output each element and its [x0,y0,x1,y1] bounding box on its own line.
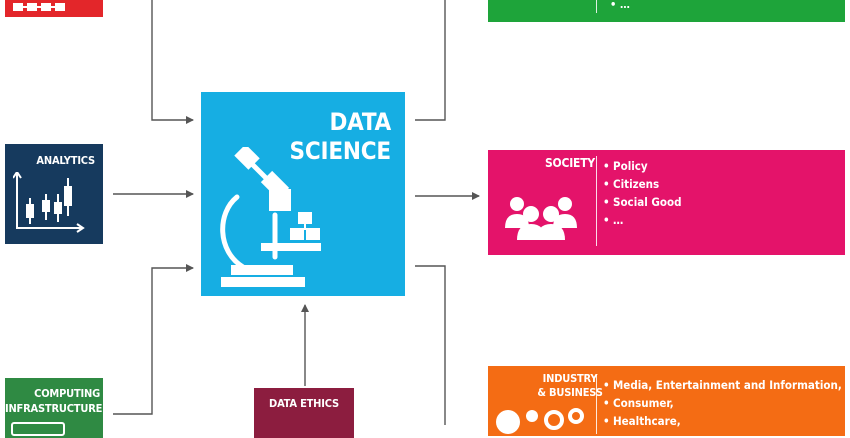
industry-bullet: Consumer, [603,394,842,412]
green-category-box: … [488,0,845,22]
candlestick-chart-icon [13,172,85,233]
data-ethics-box: DATA ETHICS [254,388,354,438]
society-bullet: Citizens [603,175,681,193]
green-bullet: … [610,0,630,11]
society-bullet-list: Policy Citizens Social Good … [603,157,681,229]
society-label: SOCIETY [544,156,596,170]
society-box: SOCIETY Policy Citizens Social Good … [488,150,845,255]
society-bullet: Social Good [603,193,681,211]
blocks-icon [13,3,65,11]
server-icon [11,422,65,436]
computing-infrastructure-box: COMPUTING INFRASTRUCTURE [5,378,103,438]
analytics-label: ANALYTICS [36,154,95,167]
microscope-icon [220,147,321,287]
society-bullet: … [603,211,681,229]
analytics-box: ANALYTICS [5,144,103,244]
industry-divider [596,374,597,434]
arrow-ds-to-industry [415,265,446,425]
industry-business-box: INDUSTRY & BUSINESS Media, Entertainment… [488,366,845,436]
connector-arrows [113,0,480,425]
society-divider [596,156,597,246]
people-group-icon [505,197,577,240]
gears-icon [496,408,584,434]
industry-bullet: Healthcare, [603,412,842,430]
computing-infrastructure-label: COMPUTING INFRASTRUCTURE [5,387,103,415]
arrow-ds-to-green [415,0,446,121]
arrow-computing-to-ds [113,264,194,415]
society-bullet: Policy [603,157,681,175]
industry-bullet: Media, Entertainment and Information, [603,376,842,394]
green-divider [596,0,597,13]
industry-business-label: INDUSTRY & BUSINESS [537,372,603,399]
green-bullet-list: … [610,0,630,11]
data-science-box: DATA SCIENCE [201,92,405,296]
data-science-label: DATA SCIENCE [289,108,392,165]
red-category-box [5,0,103,17]
arrow-red-to-ds [151,0,194,124]
data-ethics-label: DATA ETHICS [269,397,339,410]
industry-bullet-list: Media, Entertainment and Information, Co… [603,376,842,430]
